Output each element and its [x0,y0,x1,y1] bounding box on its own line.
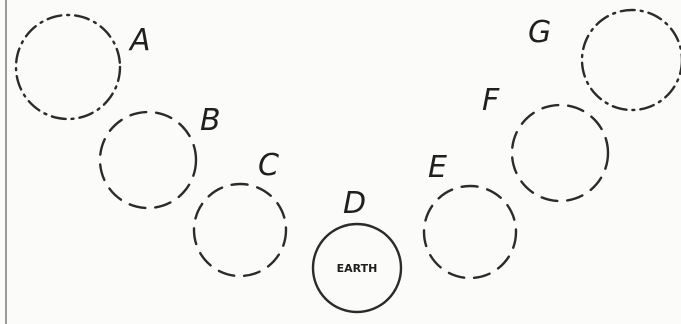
label-c: C [258,148,279,183]
circle-e [424,186,516,278]
label-b: B [200,103,221,138]
position-c: C [194,148,286,276]
label-d: D [343,186,366,221]
label-g: G [528,15,551,50]
position-f: F [482,83,608,201]
position-a: A [16,15,151,119]
label-f: F [482,83,500,118]
position-e: E [424,150,516,278]
circle-b [100,112,196,208]
label-a: A [128,23,151,58]
label-e: E [428,150,447,185]
circle-c [194,184,286,276]
earth-label: EARTH [337,262,378,275]
position-b: B [100,103,221,208]
position-g: G [528,10,681,110]
position-d: D EARTH [313,186,401,312]
circle-f [512,105,608,201]
circle-g [582,10,681,110]
circle-a [16,15,120,119]
